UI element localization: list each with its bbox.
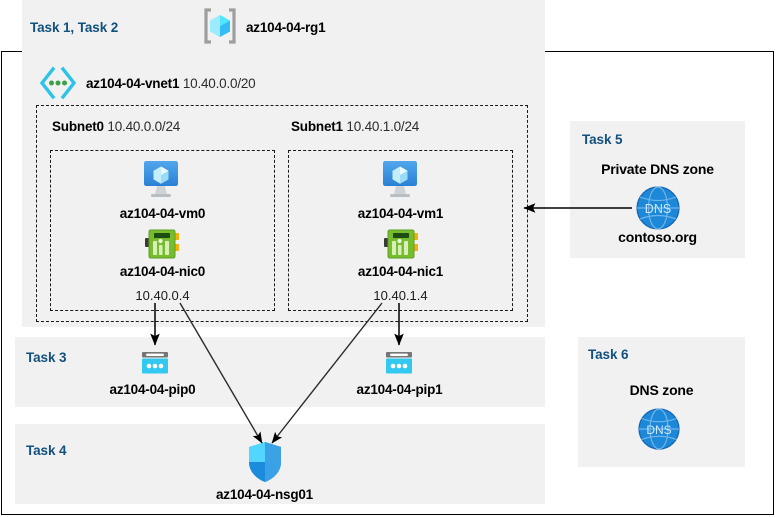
contoso-org-label: contoso.org [618, 229, 697, 245]
subnet1-box [288, 150, 513, 311]
svg-text:DNS: DNS [645, 202, 671, 216]
dns-zone-icon: DNS [635, 405, 683, 453]
vnet-icon [38, 66, 78, 100]
public-ip-address-icon [381, 350, 417, 378]
virtual-machine-icon [374, 158, 426, 202]
vnet-cidr: 10.40.0.0/20 [182, 76, 256, 91]
nic0-ip: 10.40.0.4 [135, 288, 190, 303]
task-label-3: Task 3 [26, 350, 67, 365]
subnet1-header: Subnet1 10.40.1.0/24 [291, 119, 419, 134]
subnet0-box [50, 150, 275, 311]
vm0-label: az104-04-vm0 [119, 206, 206, 221]
task-label-4: Task 4 [26, 443, 67, 458]
vm1-label: az104-04-vm1 [357, 206, 444, 221]
resource-group-header-band [22, 0, 545, 51]
public-ip-address-icon [137, 350, 173, 378]
network-interface-icon [144, 228, 180, 260]
nic1-label: az104-04-nic1 [357, 264, 444, 279]
task-label-1-2: Task 1, Task 2 [30, 20, 119, 35]
resource-group-name: az104-04-rg1 [246, 20, 326, 35]
subnet0-name: Subnet0 [52, 119, 104, 134]
subnet1-cidr: 10.40.1.0/24 [346, 119, 420, 134]
task-label-6: Task 6 [588, 347, 629, 362]
subnet0-header: Subnet0 10.40.0.0/24 [52, 119, 180, 134]
svg-text:DNS: DNS [646, 423, 671, 437]
pip1-label: az104-04-pip1 [356, 382, 443, 397]
network-security-group-icon [245, 440, 285, 484]
pip0-label: az104-04-pip0 [109, 382, 196, 397]
nic1-ip: 10.40.1.4 [373, 288, 428, 303]
subnet0-cidr: 10.40.0.0/24 [107, 119, 181, 134]
network-interface-icon [383, 228, 419, 260]
nic0-label: az104-04-nic0 [119, 264, 206, 279]
dns-zone-icon: DNS [633, 183, 683, 233]
subnet1-name: Subnet1 [291, 119, 343, 134]
task-label-5: Task 5 [582, 132, 623, 147]
resource-group-icon [200, 6, 240, 46]
nsg-label: az104-04-nsg01 [215, 487, 313, 502]
vnet-header: az104-04-vnet1 10.40.0.0/20 [86, 76, 256, 91]
dns-zone-heading: DNS zone [629, 382, 694, 398]
vnet-name: az104-04-vnet1 [86, 76, 180, 91]
virtual-machine-icon [135, 158, 187, 202]
resource-group-body [22, 51, 545, 327]
private-dns-zone-heading: Private DNS zone [601, 161, 714, 177]
